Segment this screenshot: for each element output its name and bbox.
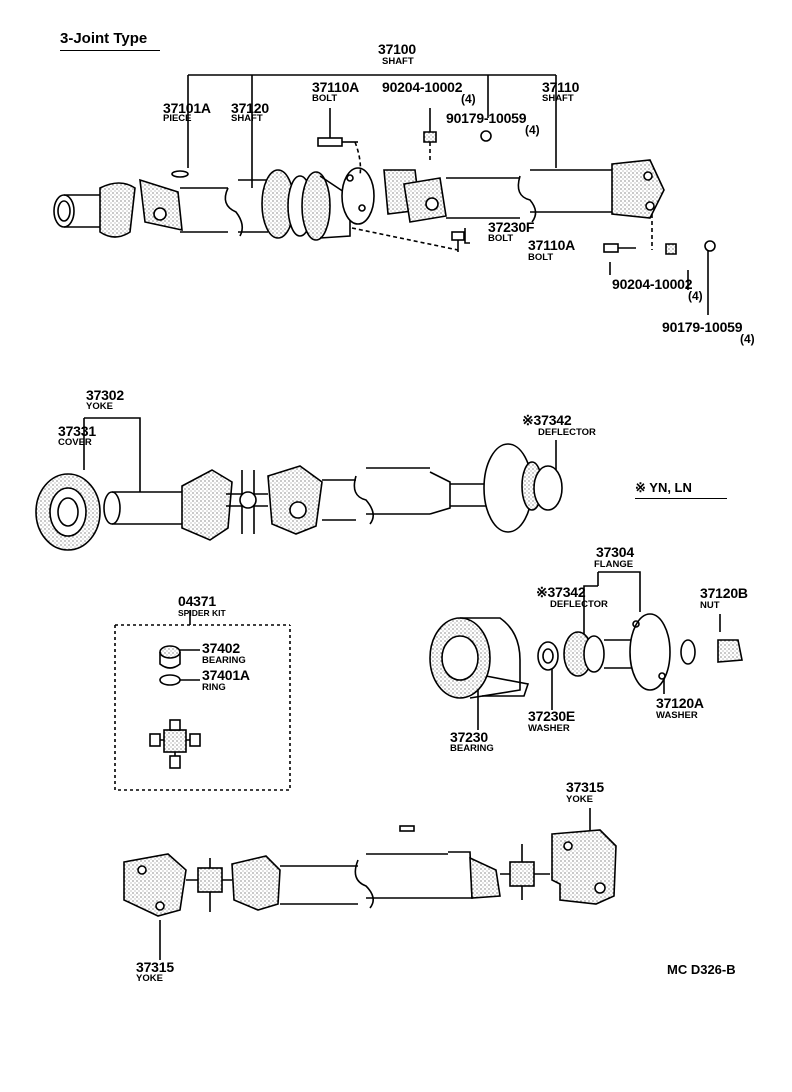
label-37110A-lower-number: 37110A	[528, 237, 576, 253]
label-37101A-number: 37101A	[163, 100, 211, 116]
label-90179-lower-number: 90179-10059	[662, 319, 743, 335]
label-37120B-name: NUT	[700, 600, 720, 611]
label-37100-number: 37100	[378, 41, 416, 57]
label-37315-bottom-name: YOKE	[136, 973, 163, 984]
label-37120-number: 37120	[231, 100, 269, 116]
label-37331-number: 37331	[58, 423, 96, 439]
label-37230-number: 37230	[450, 729, 488, 745]
label-04371-name: SPIDER KIT	[178, 608, 226, 618]
label-37315-top-number: 37315	[566, 779, 604, 795]
label-37331-name: COVER	[58, 437, 92, 448]
label-37110-name: SHAFT	[542, 93, 574, 104]
label-37315-bottom-number: 37315	[136, 959, 174, 975]
middle-shaft-assembly	[35, 417, 563, 551]
label-37342-name: DEFLECTOR	[538, 427, 596, 438]
label-37304-name: FLANGE	[594, 559, 634, 570]
label-04371-number: 04371	[178, 593, 216, 609]
label-90204-number: 90204-10002	[382, 79, 463, 95]
label-37401A-number: 37401A	[202, 667, 250, 683]
label-90204-lower-qty: (4)	[688, 289, 703, 303]
label-37101A-name: PIECE	[163, 113, 192, 124]
label-37120A-name: WASHER	[656, 710, 698, 721]
label-37110-number: 37110	[542, 79, 580, 95]
center-bearing-exploded	[429, 571, 743, 730]
label-37110A-number: 37110A	[312, 79, 360, 95]
diagram-title: 3-Joint Type	[60, 30, 160, 51]
label-37100-name: SHAFT	[382, 56, 414, 67]
label-37304-number: 37304	[596, 544, 634, 560]
label-90204-qty: (4)	[461, 92, 476, 106]
label-90204-lower-number: 90204-10002	[612, 276, 693, 292]
label-37230F-number: 37230F	[488, 219, 535, 235]
label-37401A-name: RING	[202, 682, 226, 693]
label-37120A-number: 37120A	[656, 695, 704, 711]
label-37302-number: 37302	[86, 387, 124, 403]
label-37342b-number: ※37342	[536, 584, 586, 600]
label-37402-name: BEARING	[202, 655, 246, 666]
label-37342-number: ※37342	[522, 412, 572, 428]
model-note: ※ YN, LN	[635, 480, 727, 499]
label-37402-number: 37402	[202, 640, 240, 656]
label-37120B-number: 37120B	[700, 585, 748, 601]
spider-kit-box	[114, 610, 291, 791]
label-37230E-name: WASHER	[528, 723, 570, 734]
label-90179-lower-qty: (4)	[740, 332, 755, 346]
label-90179-number: 90179-10059	[446, 110, 527, 126]
label-37315-top-name: YOKE	[566, 794, 593, 805]
bottom-shaft-assembly	[123, 808, 617, 960]
label-37110A-name: BOLT	[312, 93, 338, 104]
label-37230F-name: BOLT	[488, 233, 514, 244]
label-37110A-lower-name: BOLT	[528, 252, 554, 263]
label-37230-name: BEARING	[450, 743, 494, 754]
label-37120-name: SHAFT	[231, 113, 263, 124]
label-90179-qty: (4)	[525, 123, 540, 137]
figure-code: MC D326-B	[667, 962, 736, 977]
label-37230E-number: 37230E	[528, 708, 576, 724]
label-37302-name: YOKE	[86, 401, 113, 412]
label-37342b-name: DEFLECTOR	[550, 599, 608, 610]
top-shaft-assembly	[53, 74, 716, 315]
